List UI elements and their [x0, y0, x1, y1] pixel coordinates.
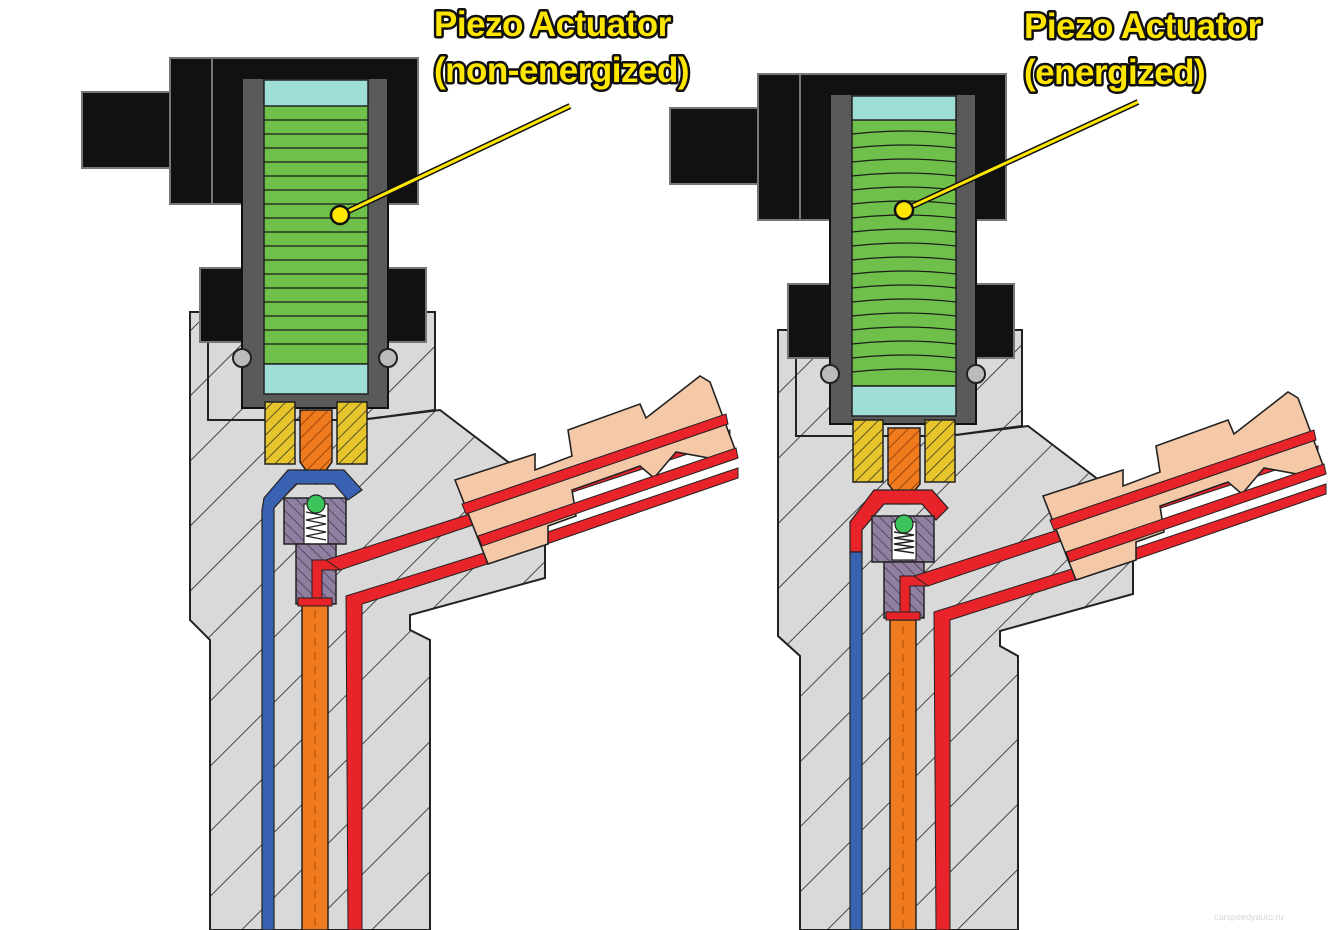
needle-top-red — [297, 597, 333, 607]
return-channel-top — [261, 469, 363, 930]
valve-ball — [306, 494, 326, 514]
valve-spring — [305, 511, 327, 541]
connector-plug — [669, 107, 767, 185]
return-line — [849, 551, 863, 930]
needle-top-red — [885, 611, 921, 621]
piezo-stack — [263, 79, 369, 365]
callout-dot — [893, 199, 915, 221]
callout-title: Piezo Actuator — [434, 5, 672, 44]
yellow-insert-right — [336, 401, 368, 465]
callout-title: Piezo Actuator — [1024, 7, 1262, 46]
valve-spring — [893, 531, 915, 554]
piezo-bottom-cap — [263, 363, 369, 395]
piezo-layers-expanded — [851, 130, 957, 373]
piezo-stack — [851, 95, 957, 387]
yellow-insert-left — [852, 419, 884, 483]
injector-non-energized: Piezo Actuator (non-energized) — [81, 3, 739, 930]
o-ring-left — [232, 348, 252, 368]
callout-state: (energized) — [1024, 53, 1205, 92]
o-ring-left — [820, 364, 840, 384]
valve-ball — [894, 514, 914, 534]
piezo-layers — [264, 119, 368, 345]
watermark: carspeedyauto.ru — [1214, 912, 1284, 922]
callout-dot — [329, 204, 351, 226]
o-ring-right — [966, 364, 986, 384]
yellow-insert-left — [264, 401, 296, 465]
o-ring-right — [378, 348, 398, 368]
piezo-top-cap — [263, 79, 369, 107]
yellow-insert-right — [924, 419, 956, 483]
piezo-top-cap — [851, 95, 957, 121]
piezo-bottom-cap — [851, 385, 957, 417]
injector-energized: Piezo Actuator (energized) — [669, 5, 1327, 930]
connector-plug — [81, 91, 179, 169]
callout-state: (non-energized) — [434, 51, 689, 90]
